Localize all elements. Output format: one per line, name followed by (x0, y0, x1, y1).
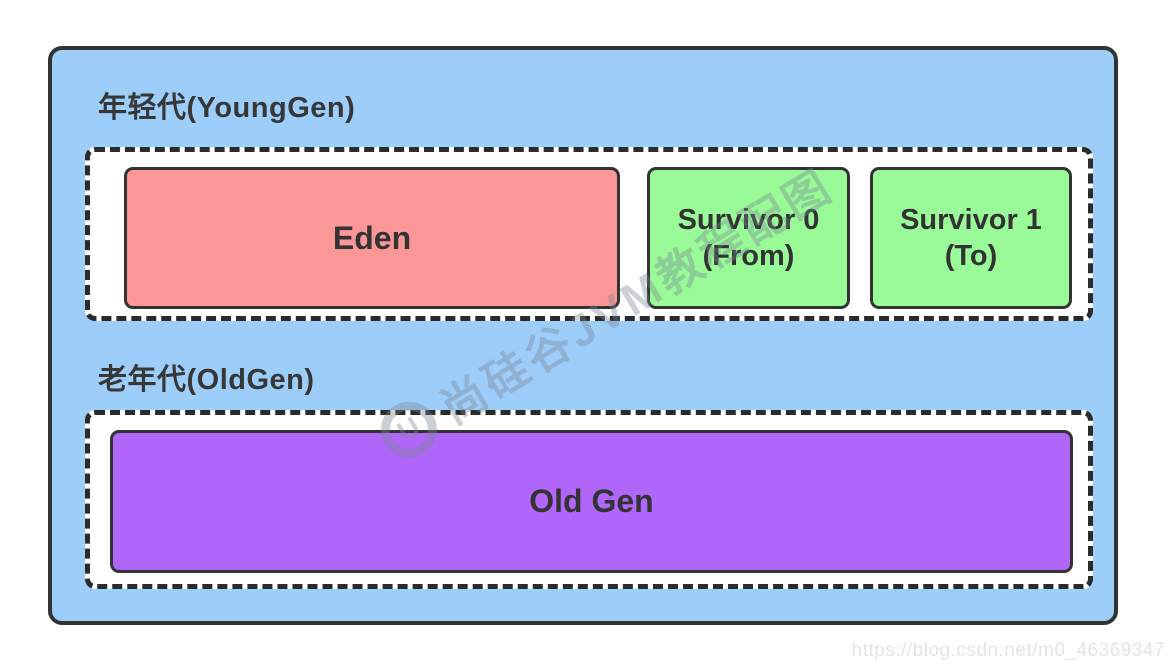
old-gen-section-label: 老年代(OldGen) (98, 364, 315, 396)
old-gen-region: Old Gen (110, 430, 1073, 573)
old-gen-label: Old Gen (529, 483, 654, 519)
survivor1-label: Survivor 1 (900, 203, 1042, 236)
heap-container: 年轻代(YoungGen) Eden Survivor 0 (From) Sur… (48, 46, 1118, 625)
survivor0-label: Survivor 0 (677, 203, 820, 236)
csdn-url-watermark: https://blog.csdn.net/m0_46369347 (851, 640, 1165, 661)
eden-label: Eden (332, 219, 412, 256)
young-gen-dashed-container: Eden Survivor 0 (From) Survivor 1 (To) (85, 147, 1093, 321)
survivor1-region: Survivor 1 (To) (870, 167, 1072, 309)
old-gen-dashed-container: Old Gen (85, 410, 1093, 589)
survivor0-region: Survivor 0 (From) (647, 167, 850, 309)
survivor1-sublabel: (To) (944, 240, 998, 272)
eden-region: Eden (124, 167, 620, 309)
survivor0-sublabel: (From) (702, 240, 795, 272)
young-gen-section-label: 年轻代(YoungGen) (98, 92, 356, 124)
